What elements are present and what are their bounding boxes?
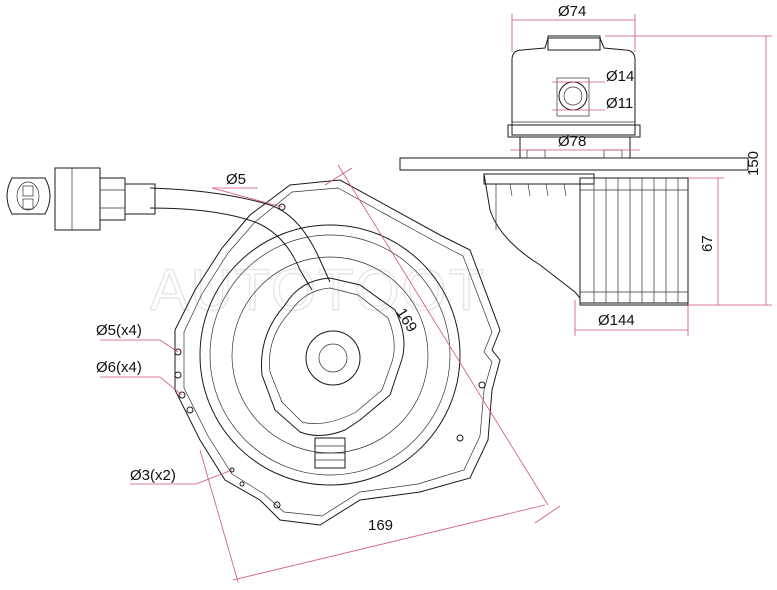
hole-right-b	[478, 381, 486, 389]
dim-line-169-bottom	[232, 504, 546, 581]
hole-left-c	[178, 391, 186, 399]
motor-body-inner	[269, 287, 395, 424]
hole-left-d	[186, 406, 194, 414]
housing-top-rim	[483, 173, 595, 185]
motor-hub-inner	[318, 343, 348, 373]
hole-o3-a	[229, 467, 235, 473]
fan-wheel	[579, 177, 689, 304]
housing-ring-mid	[209, 234, 451, 476]
dim-label-14: Ø14	[606, 68, 634, 85]
dim-line-169-diag	[337, 164, 549, 506]
label-hole-o6x4: Ø6(x4)	[96, 359, 142, 376]
side-view: Ø74 Ø14 Ø11 Ø78 150 67 Ø144	[399, 3, 772, 336]
label-hole-o3x2: Ø3(x2)	[130, 467, 176, 484]
electrical-connector	[6, 167, 156, 231]
blower-housing	[483, 173, 689, 306]
shaft-inner	[563, 86, 583, 106]
dim-label-74: Ø74	[558, 3, 586, 20]
dim-label-67: 67	[699, 235, 716, 252]
shaft-outer	[558, 81, 588, 111]
mounting-plate-outline	[174, 179, 501, 526]
motor-mount	[519, 136, 631, 159]
dim-label-78: Ø78	[558, 133, 586, 150]
dim-label-169-bottom: 169	[368, 517, 393, 534]
front-view: 169 169 Ø5 Ø5(x4) Ø6(x4) Ø3(x2)	[6, 164, 561, 583]
motor-body	[260, 277, 405, 436]
hole-o5-top	[278, 203, 286, 211]
hole-bottom	[273, 501, 281, 509]
dim-label-11: Ø11	[606, 95, 633, 112]
motor-can	[511, 37, 636, 136]
motor-cap	[547, 35, 601, 51]
hole-left-a	[174, 348, 182, 356]
hole-o3-b	[239, 481, 245, 487]
hole-left-b	[174, 371, 182, 379]
dim-label-144: Ø144	[598, 312, 635, 329]
mounting-plate-inner-edge	[183, 187, 493, 517]
label-hole-o5x4: Ø5(x4)	[96, 322, 142, 339]
dim-label-150: 150	[745, 151, 762, 176]
cable-upper	[149, 187, 331, 283]
hole-right-a	[456, 434, 464, 442]
flange-plate	[399, 157, 749, 171]
motor-hub-outer	[305, 330, 361, 386]
housing-ring-outer	[199, 224, 461, 486]
label-hole-o5: Ø5	[226, 171, 246, 188]
cable-lower	[149, 207, 313, 291]
